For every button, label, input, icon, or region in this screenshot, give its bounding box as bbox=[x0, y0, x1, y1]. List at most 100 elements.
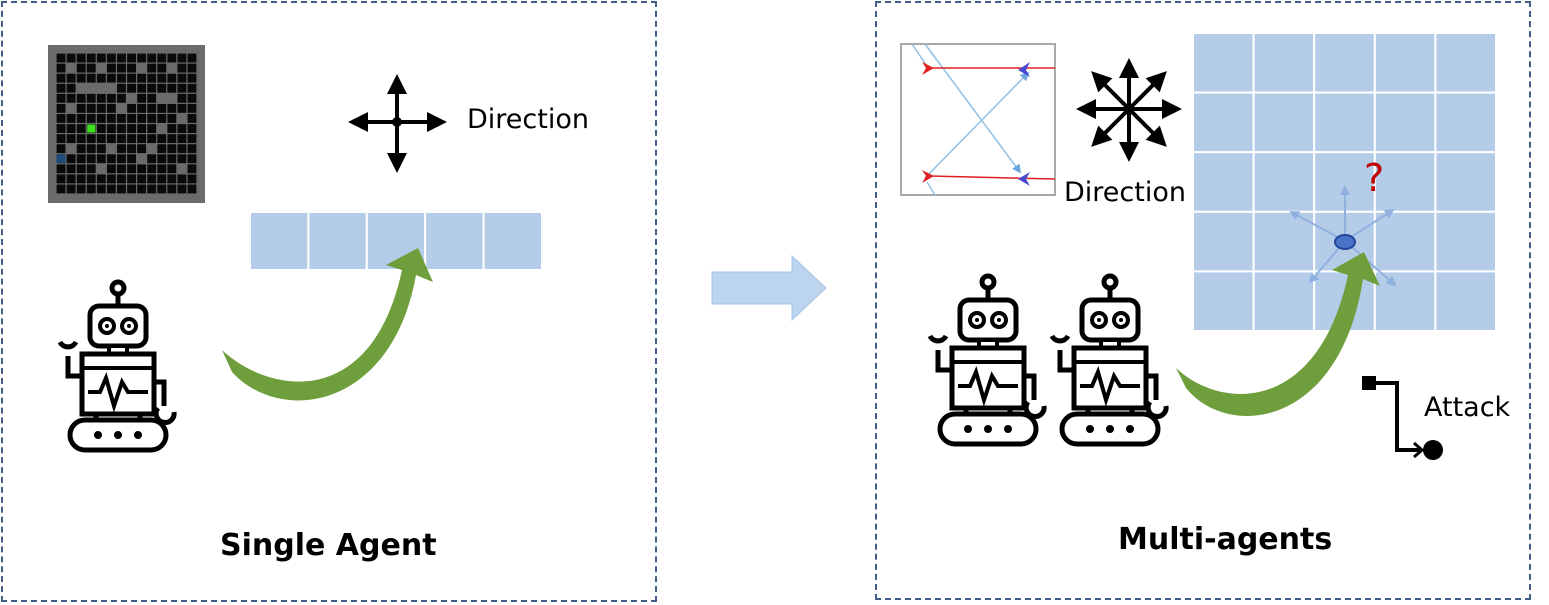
maze-cell bbox=[86, 174, 96, 184]
maze-cell bbox=[177, 73, 187, 83]
maze-cell bbox=[147, 63, 157, 73]
maze-cell bbox=[187, 63, 197, 73]
maze-cell bbox=[157, 154, 167, 164]
maze-cell bbox=[56, 83, 66, 93]
maze-cell bbox=[76, 114, 86, 123]
maze-cell bbox=[167, 164, 177, 174]
maze-cell bbox=[147, 103, 157, 113]
maze-cell bbox=[127, 83, 136, 93]
maze-cell bbox=[157, 103, 167, 113]
maze-cell bbox=[147, 93, 157, 103]
maze-cell bbox=[137, 114, 147, 123]
maze-cell bbox=[66, 164, 76, 174]
maze-cell bbox=[167, 73, 177, 83]
four-way-arrow-icon bbox=[348, 74, 447, 173]
grid-cell bbox=[1252, 151, 1316, 213]
maze-cell bbox=[56, 114, 66, 123]
maze-cell bbox=[96, 73, 106, 83]
maze-cell bbox=[76, 103, 86, 113]
grid-cell bbox=[1252, 210, 1316, 273]
maze-cell bbox=[157, 93, 167, 103]
maze-cell bbox=[66, 174, 76, 184]
maze-cell bbox=[147, 184, 157, 194]
curved-arrow-icon bbox=[1176, 252, 1380, 416]
action-cell bbox=[249, 211, 310, 271]
maze-cell bbox=[106, 164, 116, 174]
maze-cell bbox=[127, 174, 136, 184]
attack-path-icon bbox=[1362, 376, 1443, 460]
maze-cell bbox=[127, 184, 136, 194]
maze-cell bbox=[86, 134, 96, 144]
single-agent-title: Single Agent bbox=[220, 528, 437, 563]
maze-cell bbox=[167, 134, 177, 144]
maze-cell bbox=[96, 83, 106, 93]
maze-cell bbox=[187, 124, 197, 133]
maze-cell bbox=[177, 93, 187, 103]
maze-cell bbox=[56, 174, 66, 184]
maze-cell bbox=[137, 164, 147, 174]
maze-cell bbox=[56, 73, 66, 83]
maze-cell bbox=[117, 73, 126, 83]
grid-cell bbox=[1434, 151, 1498, 213]
maze-cell bbox=[137, 124, 147, 133]
action-cell bbox=[482, 211, 544, 271]
grid-cell bbox=[1434, 210, 1498, 273]
maze-cell bbox=[187, 164, 197, 174]
maze-cell bbox=[177, 184, 187, 194]
question-mark: ? bbox=[1364, 156, 1385, 200]
maze-cell bbox=[177, 83, 187, 93]
maze-cell bbox=[187, 83, 197, 93]
maze-cell bbox=[167, 154, 177, 164]
transition-arrow-icon bbox=[711, 254, 827, 322]
maze-cell bbox=[96, 63, 106, 73]
maze-cell bbox=[147, 164, 157, 174]
maze-cell bbox=[106, 174, 116, 184]
grid-cell bbox=[1252, 32, 1316, 94]
maze-cell bbox=[127, 164, 136, 174]
maze-cell bbox=[86, 144, 96, 154]
maze-cell bbox=[187, 154, 197, 164]
single-agent-panel bbox=[1, 1, 657, 602]
maze-cell bbox=[147, 53, 157, 63]
maze-cell bbox=[177, 63, 187, 73]
maze-cell bbox=[106, 83, 116, 93]
maze-cell bbox=[76, 124, 86, 133]
maze-cell bbox=[96, 154, 106, 164]
maze-cell bbox=[167, 93, 177, 103]
maze-cell bbox=[137, 154, 147, 164]
grid-cell bbox=[1192, 210, 1255, 273]
maze-cell bbox=[86, 73, 96, 83]
maze-cell bbox=[157, 184, 167, 194]
maze-cell bbox=[187, 93, 197, 103]
maze-cell bbox=[76, 53, 86, 63]
grid-cell bbox=[1434, 91, 1498, 154]
maze-cell bbox=[147, 144, 157, 154]
maze-cell bbox=[187, 53, 197, 63]
maze-cell bbox=[187, 144, 197, 154]
maze-cell bbox=[147, 124, 157, 133]
robot-icon bbox=[930, 276, 1044, 444]
maze-cell bbox=[157, 164, 167, 174]
maze-cell bbox=[86, 184, 96, 194]
maze-cell bbox=[117, 114, 126, 123]
maze-cell bbox=[86, 103, 96, 113]
maze-cell bbox=[106, 93, 116, 103]
maze-cell bbox=[66, 73, 76, 83]
maze-cell bbox=[106, 144, 116, 154]
maze-cell bbox=[117, 164, 126, 174]
maze-cell bbox=[127, 93, 136, 103]
maze-cell bbox=[137, 134, 147, 144]
maze-cell bbox=[157, 134, 167, 144]
maze-cell bbox=[147, 114, 157, 123]
maze-cell bbox=[96, 134, 106, 144]
left-direction-label: Direction bbox=[467, 104, 589, 135]
maze-cell bbox=[56, 144, 66, 154]
maze-cell bbox=[106, 184, 116, 194]
maze-cell bbox=[56, 134, 66, 144]
grid-cell bbox=[1192, 270, 1255, 332]
maze-cell bbox=[137, 73, 147, 83]
maze-cell bbox=[167, 53, 177, 63]
maze-cell bbox=[127, 154, 136, 164]
eight-way-arrow-icon bbox=[1076, 58, 1182, 162]
